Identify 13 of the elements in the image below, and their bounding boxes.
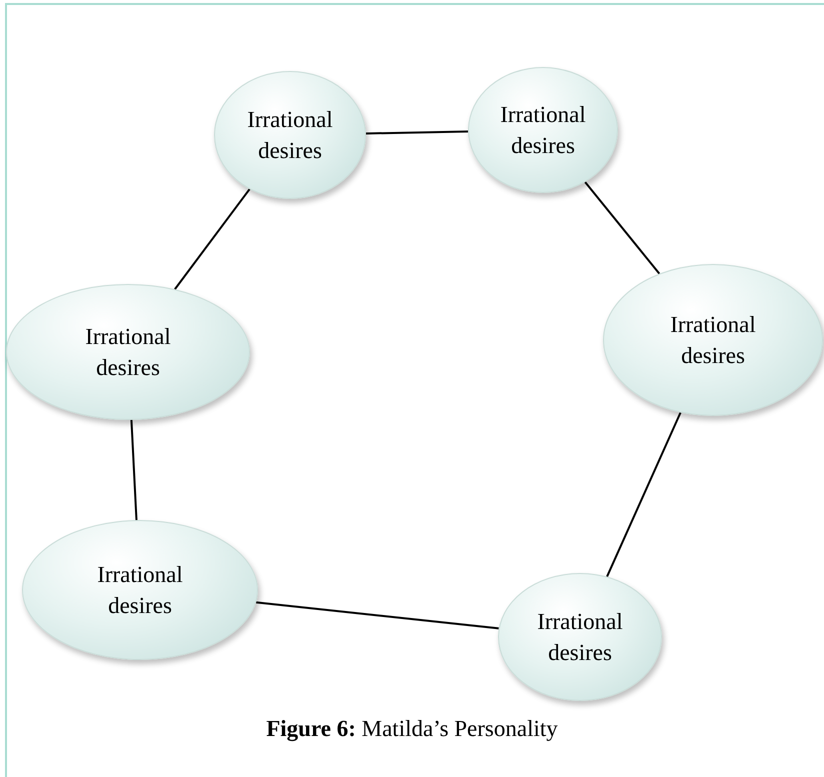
connector-line xyxy=(584,181,660,274)
connector-line xyxy=(130,420,138,520)
figure-caption: Figure 6: Matilda’s Personality xyxy=(266,715,558,744)
node-label: Irrational desires xyxy=(669,311,757,370)
connector-line xyxy=(366,130,468,134)
node-label: Irrational desires xyxy=(499,101,587,160)
node-label: Irrational desires xyxy=(84,323,172,382)
connector-line xyxy=(606,412,682,577)
node-label: Irrational desires xyxy=(536,608,624,667)
connector-line xyxy=(174,188,250,290)
node-label: Irrational desires xyxy=(246,106,334,165)
node-label: Irrational desires xyxy=(96,561,184,620)
connector-line xyxy=(256,601,499,630)
